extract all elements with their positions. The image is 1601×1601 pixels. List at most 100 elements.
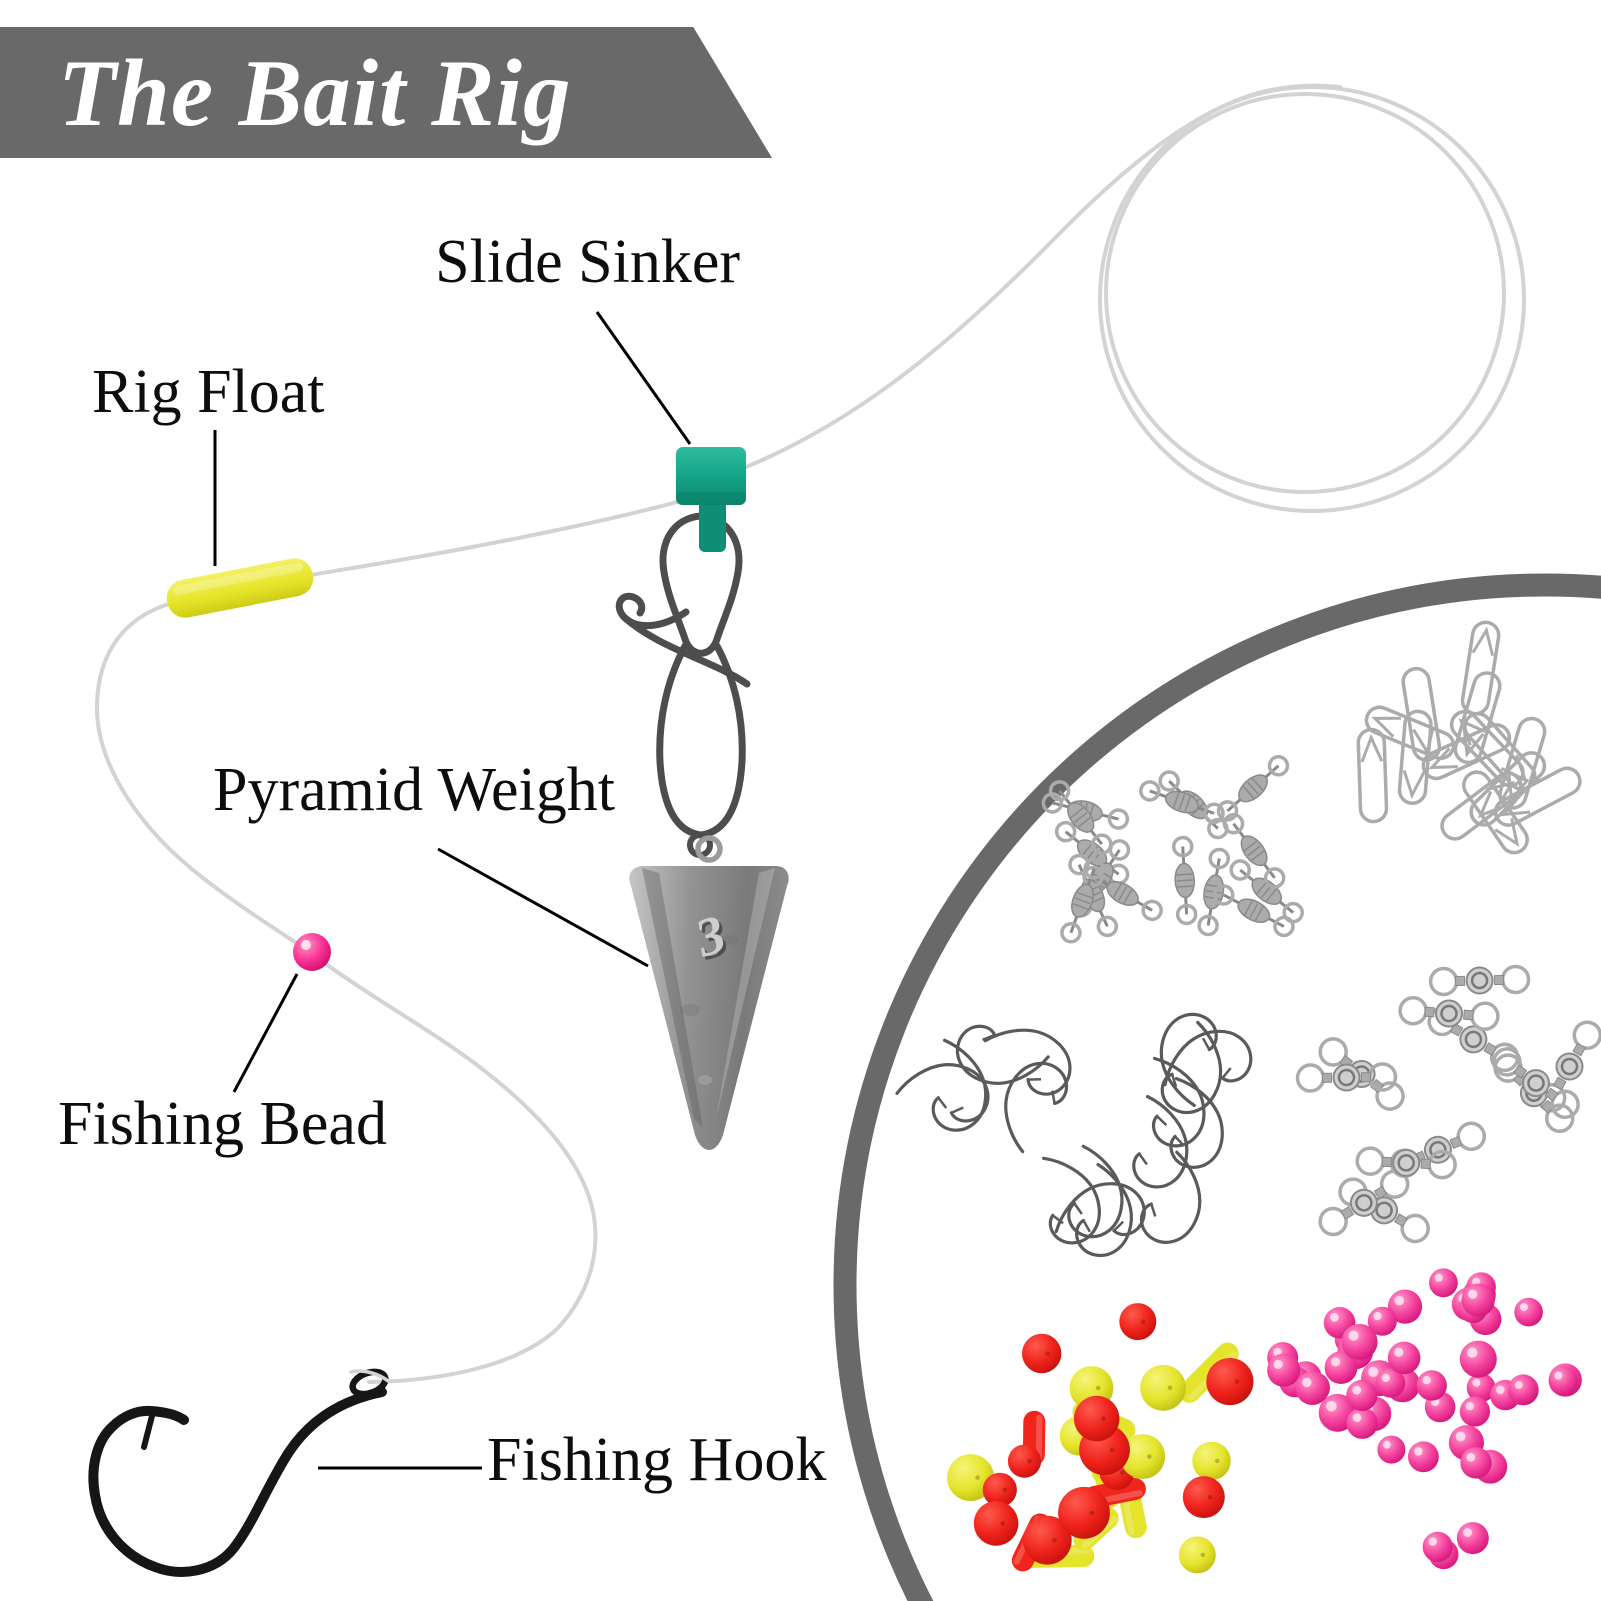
float-ball [1120, 1434, 1166, 1479]
float-ball [1074, 1395, 1120, 1442]
small-hook [1169, 1076, 1224, 1169]
pink-bead [1459, 1340, 1497, 1378]
barrel-swivel [1212, 884, 1295, 938]
small-hook [1151, 1056, 1206, 1148]
pink-bead [1377, 1435, 1406, 1464]
pink-bead [1509, 1375, 1538, 1404]
pink-bead [1346, 1407, 1378, 1439]
pink-bead [1324, 1351, 1358, 1384]
float-ball [1140, 1364, 1186, 1411]
float-ball [1007, 1444, 1042, 1478]
small-hook [1159, 1012, 1218, 1107]
barrel-swivel [1229, 859, 1304, 924]
barrel-swivel [1171, 835, 1198, 926]
title-banner: The Bait Rig [0, 27, 772, 158]
fishing-line [94, 83, 1526, 1384]
fishing-hook-graphic [88, 1368, 390, 1577]
pink-bead [1416, 1370, 1447, 1401]
float-ball [1178, 1536, 1216, 1574]
float-ball [1021, 1333, 1062, 1374]
sinker-eye [695, 835, 723, 863]
float-ball [1182, 1476, 1225, 1519]
foam-float-balls-pile [947, 1303, 1254, 1574]
line-coil-inner [1104, 92, 1506, 494]
float-ball [1119, 1303, 1157, 1341]
three-way-swivels-pile [1295, 964, 1601, 1244]
three-way-swivel [1428, 964, 1531, 997]
pointer-pyramid [437, 847, 649, 968]
pink-bead [1456, 1522, 1489, 1555]
barrel-swivel [1139, 780, 1225, 825]
pink-bead [1429, 1268, 1458, 1298]
pink-bead [1459, 1396, 1490, 1427]
three-way-swivel [1355, 1146, 1457, 1180]
small-hook [931, 1038, 988, 1132]
pink-bead [1267, 1353, 1301, 1387]
label-fishing-bead: Fishing Bead [58, 1090, 387, 1158]
small-hook [1075, 1162, 1133, 1258]
float-ball [1058, 1486, 1110, 1539]
page-title: The Bait Rig [58, 39, 572, 146]
float-ball [982, 1472, 1017, 1507]
three-way-swivel [1398, 995, 1500, 1032]
pink-beads-stray [1422, 1522, 1489, 1570]
float-ball [947, 1454, 995, 1502]
barrel-swivel [1222, 812, 1286, 889]
snap-clip [1364, 705, 1456, 761]
small-hook [1160, 1020, 1223, 1115]
pink-bead [1346, 1379, 1378, 1412]
label-rig-float: Rig Float [92, 358, 325, 426]
rig-float-graphic [166, 558, 314, 618]
pointer-lines [213, 311, 692, 1470]
pink-bead [1548, 1366, 1578, 1396]
fishing-hooks-pile [895, 1012, 1253, 1258]
float-ball [1022, 1515, 1072, 1565]
label-pyramid-weight: Pyramid Weight [213, 756, 616, 824]
label-slide-sinker: Slide Sinker [435, 228, 740, 296]
slide-sinker-clip [676, 447, 746, 552]
pointer-bead [232, 973, 299, 1093]
line-coil-outer [1098, 85, 1526, 513]
snap-clips-pile [1356, 620, 1582, 855]
snap-clip [1356, 727, 1389, 824]
small-hook [983, 1028, 1072, 1096]
snap-swivel [615, 512, 751, 858]
float-ball [1206, 1358, 1254, 1406]
small-hook [1132, 1095, 1189, 1189]
pink-bead [1387, 1289, 1423, 1324]
fishing-bead-graphic [293, 933, 331, 971]
pink-bead [1514, 1297, 1543, 1327]
pink-bead [1466, 1373, 1496, 1403]
pink-bead [1422, 1531, 1453, 1562]
barrel-swivels-pile [1041, 755, 1304, 944]
pink-bead [1387, 1341, 1421, 1375]
pink-bead [1408, 1441, 1439, 1473]
line-to-coil [744, 83, 1342, 469]
three-way-swivel [1295, 1062, 1398, 1093]
main-line [94, 500, 679, 1384]
small-hook [1163, 1029, 1253, 1087]
pink-beads-pile [1267, 1268, 1582, 1484]
pyramid-sinker: 3 3 [629, 835, 789, 1150]
pink-bead [1341, 1323, 1378, 1360]
small-hook [1139, 1150, 1202, 1244]
pointer-slide-sinker [595, 311, 692, 445]
float-ball [1192, 1441, 1231, 1481]
barrel-swivel [1060, 858, 1105, 944]
pink-bead [1460, 1447, 1492, 1479]
small-hook [1004, 1061, 1069, 1154]
three-way-swivel [1492, 1047, 1580, 1120]
pink-bead [1295, 1371, 1329, 1405]
three-way-swivel [1318, 1169, 1410, 1237]
float-ball [973, 1501, 1019, 1546]
three-way-swivel [1536, 1020, 1601, 1113]
snap-clip [1421, 723, 1512, 781]
snap-clip [1469, 751, 1547, 827]
label-fishing-hook: Fishing Hook [487, 1426, 827, 1494]
pink-bead [1376, 1368, 1406, 1398]
barrel-swivel [1216, 755, 1290, 822]
snap-clip [1397, 709, 1433, 805]
small-hook [1067, 1144, 1124, 1239]
